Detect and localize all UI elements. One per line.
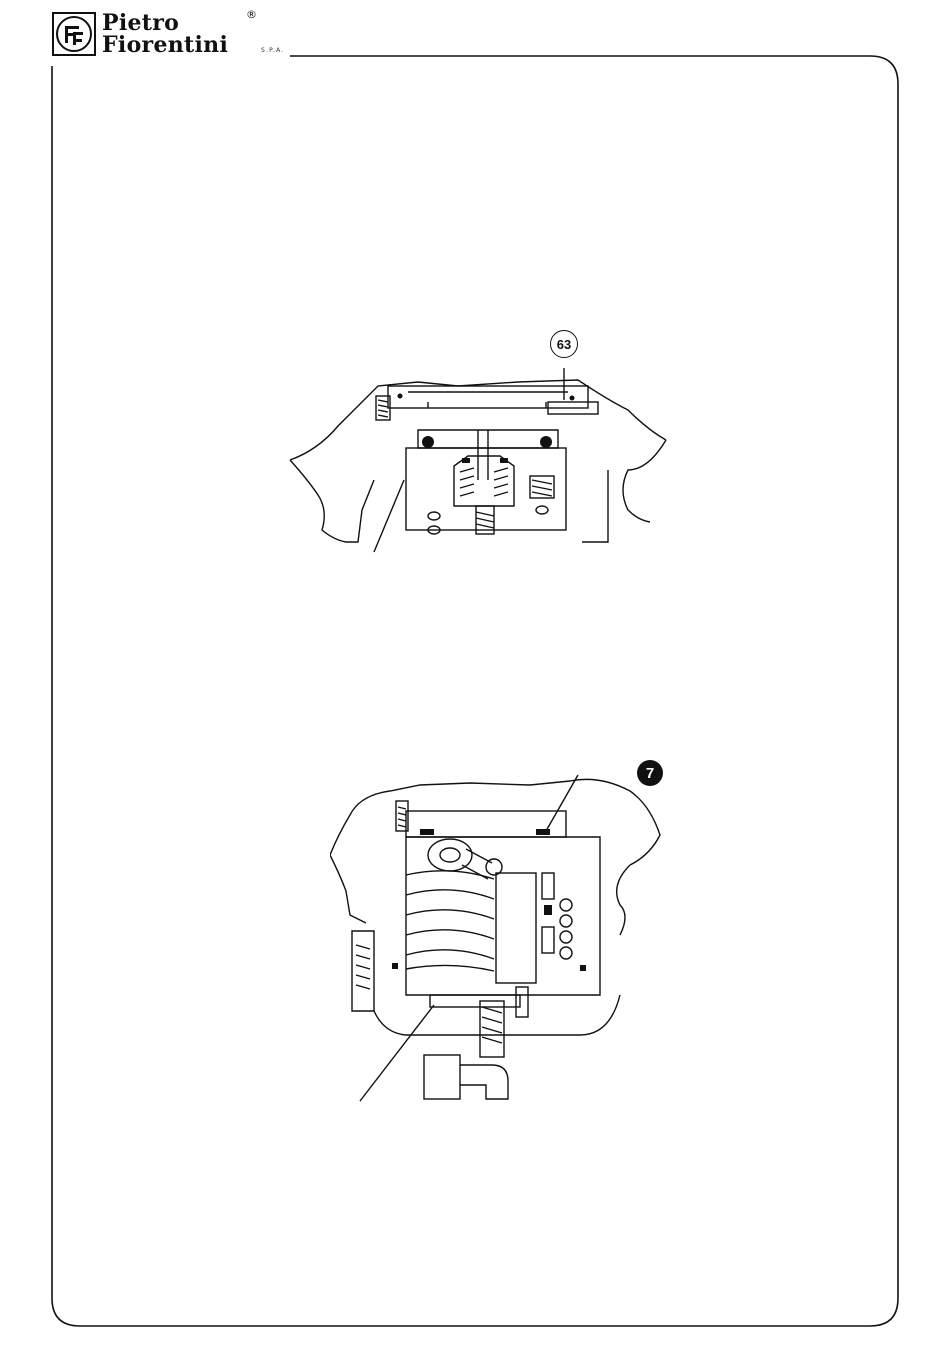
callout-63: 63 [550,330,578,358]
company-logo: Pietro Fiorentini S.P.A. ® [52,12,292,62]
pietro-fiorentini-logo-icon [52,12,96,56]
callout-7: 7 [637,760,663,786]
brand-suffix: S.P.A. [261,47,284,54]
registered-mark: ® [246,8,257,21]
brand-name-line-1: Pietro [102,12,179,34]
technical-drawing-lower [330,755,680,1110]
brand-name-line-2: Fiorentini [102,34,228,56]
technical-drawing-upper [278,330,668,560]
